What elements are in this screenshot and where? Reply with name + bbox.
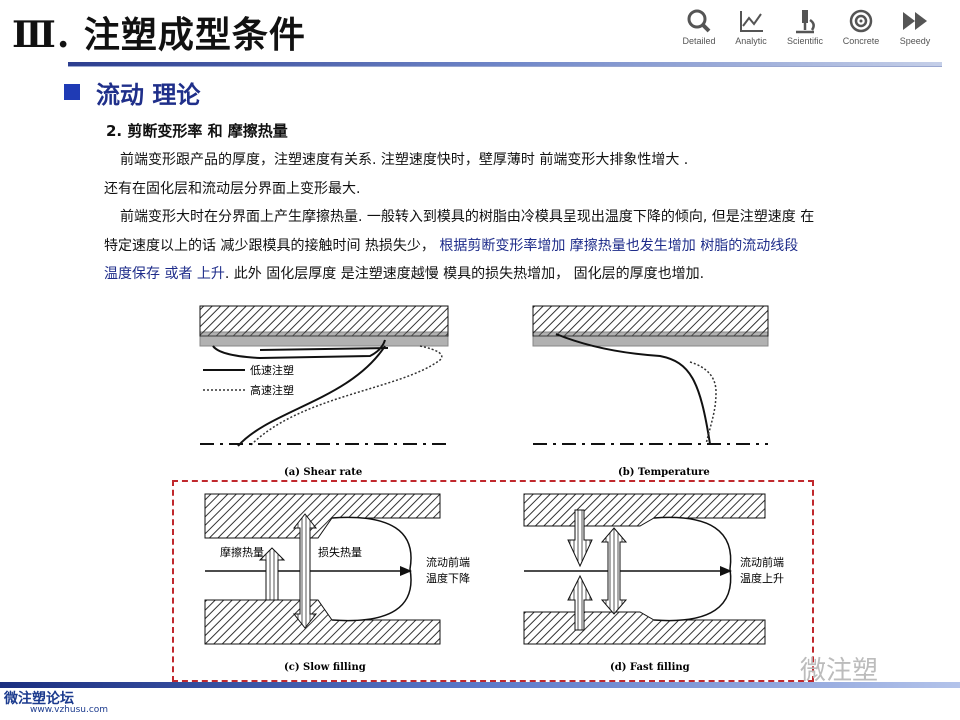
microscope-icon [796,10,815,34]
section-title: 流动 理论 [96,81,201,109]
highlight-dashed-box [172,480,814,682]
paragraph-line: 前端变形跟产品的厚度，注塑速度有关系. 注塑速度快时，壁厚薄时 前端变形大排象性… [120,152,689,168]
label-heat-loss: 损失热量 [318,545,362,559]
nav-speedy[interactable]: Speedy [888,8,942,46]
diagram-shear-rate [199,305,449,447]
label-front-2b: 温度上升 [740,571,784,585]
caption-temperature: (b) Temperature [618,467,710,478]
paragraph-text: 特定速度以上的话 减少跟模具的接触时间 热损失少， [104,238,435,254]
label-front-1b: 流动前端 [740,555,784,569]
label-friction-heat: 摩擦热量 [220,545,264,559]
magnifier-icon [687,9,711,33]
paragraph-line: 前端变形大时在分界面上产生摩擦热量. 一般转入到模具的树脂由冷模具呈现出温度下降… [120,209,815,225]
nav-concrete[interactable]: Concrete [834,8,888,46]
nav-detailed[interactable]: Detailed [672,8,726,46]
watermark: 微注塑 [800,656,879,686]
legend-low-speed: 低速注塑 [250,363,294,377]
fast-forward-icon [903,12,927,30]
paragraph-line: 还有在固化层和流动层分界面上变形最大. [104,181,361,197]
caption-shear-rate: (a) Shear rate [284,467,362,478]
paragraph-highlight: 根据剪断变形率增加 摩擦热量也发生增加 树脂的流动线段 [434,238,799,254]
footer-logo: 微注塑论坛 [4,691,74,707]
section-bullet-icon [64,84,80,100]
label-front-1: 流动前端 [426,555,470,569]
nav-label-detailed: Detailed [682,36,716,46]
nav-toolbar: Detailed Analytic Scientific Concrete Sp… [672,8,950,52]
nav-label-speedy: Speedy [899,36,931,46]
paragraph-line: 特定速度以上的话 减少跟模具的接触时间 热损失少， 根据剪断变形率增加 摩擦热量… [104,236,798,256]
header-divider [68,62,942,66]
nav-label-concrete: Concrete [842,36,880,46]
paragraph-highlight: 温度保存 或者 上升 [104,266,225,282]
footer-url: www.vzhusu.com [30,705,109,715]
nav-analytic[interactable]: Analytic [724,8,778,46]
line-chart-icon [740,11,763,32]
diagram-fast-filling [523,493,766,645]
subheading: 2. 剪断变形率 和 摩擦热量 [106,122,288,140]
nav-label-analytic: Analytic [735,36,767,46]
paragraph-text: . 此外 固化层厚度 是注塑速度越慢 模具的损失热增加， 固化层的厚度也增加. [224,266,705,282]
page-title: Ⅲ. 注塑成型条件 [12,14,306,56]
caption-slow-filling: (c) Slow filling [284,662,366,673]
caption-fast-filling: (d) Fast filling [610,662,690,673]
label-front-2: 温度下降 [426,571,470,585]
nav-label-scientific: Scientific [786,36,823,46]
paragraph-line: 温度保存 或者 上升. 此外 固化层厚度 是注塑速度越慢 模具的损失热增加， 固… [104,264,704,284]
diagram-slow-filling [204,493,441,645]
header-divider-thin [68,66,942,67]
target-icon [849,9,873,33]
diagram-temperature [532,305,769,445]
nav-scientific[interactable]: Scientific [778,8,832,46]
footer-bar [0,682,960,688]
legend-high-speed: 高速注塑 [250,383,294,397]
